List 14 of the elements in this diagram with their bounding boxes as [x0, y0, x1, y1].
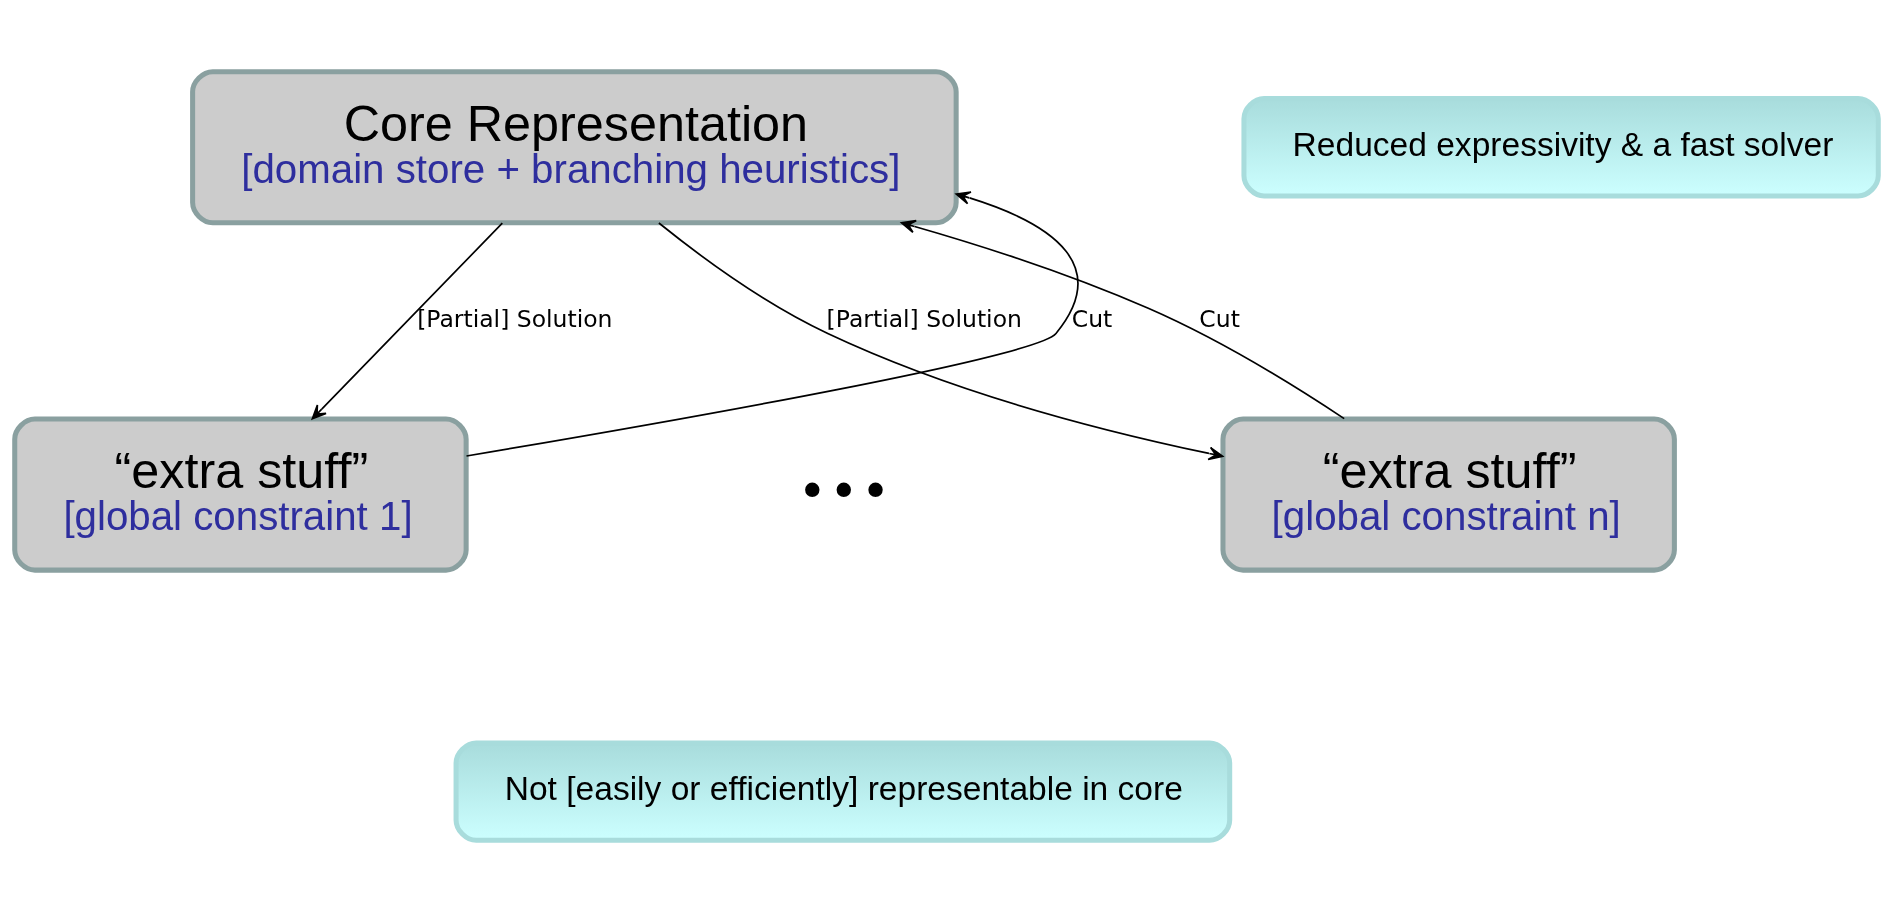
edge-label: [Partial] Solution — [826, 304, 1022, 333]
label: • • • — [803, 459, 885, 516]
arrow — [465, 190, 1079, 457]
arrow — [900, 219, 1346, 419]
edge-label: Cut — [1199, 304, 1240, 333]
edge-label: Cut — [1071, 304, 1113, 333]
arrow — [658, 221, 1224, 460]
node-box: “extra stuff” [global constraint n] — [1220, 416, 1677, 573]
arrow — [311, 221, 504, 420]
node-box: Not [easily or efficiently] representable in core — [453, 739, 1233, 843]
edge-label: [Partial] Solution — [417, 304, 613, 333]
node-box: Reduced expressivity & a fast solver — [1241, 95, 1881, 198]
node-box: Core Representation [domain store + branching heuristics] — [190, 68, 959, 225]
node-box: “extra stuff” [global constraint 1] — [12, 416, 469, 573]
